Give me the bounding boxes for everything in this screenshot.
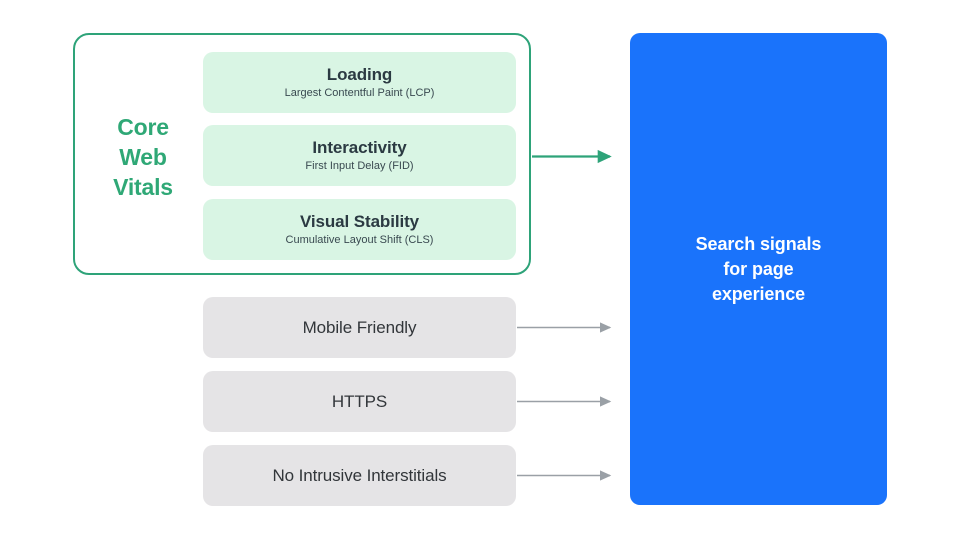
metric-subtitle: First Input Delay (FID) <box>305 160 414 172</box>
signal-card-mobile-friendly[interactable]: Mobile Friendly <box>203 297 516 358</box>
signal-card-https[interactable]: HTTPS <box>203 371 516 432</box>
metric-subtitle: Cumulative Layout Shift (CLS) <box>285 234 434 246</box>
metric-card-visual-stability[interactable]: Visual Stability Cumulative Layout Shift… <box>203 199 516 260</box>
metric-card-loading[interactable]: Loading Largest Contentful Paint (LCP) <box>203 52 516 113</box>
metric-title: Loading <box>326 65 393 84</box>
core-web-vitals-label-line-1: Core <box>117 114 169 140</box>
signal-label: HTTPS <box>331 391 388 411</box>
metric-title: Interactivity <box>312 138 407 157</box>
core-web-vitals-label-line-3: Vitals <box>113 174 173 200</box>
signal-card-no-intrusive-interstitials[interactable]: No Intrusive Interstitials <box>203 445 516 506</box>
core-web-vitals-label-line-2: Web <box>119 144 167 170</box>
core-web-vitals-label: Core Web Vitals <box>97 112 189 202</box>
metric-card-interactivity[interactable]: Interactivity First Input Delay (FID) <box>203 125 516 186</box>
search-signals-box[interactable]: Search signals for page experience <box>630 33 887 505</box>
core-web-vitals-group <box>73 33 531 275</box>
search-signals-text: Search signals for page experience <box>695 233 822 304</box>
signal-label: No Intrusive Interstitials <box>272 465 447 485</box>
metric-subtitle: Largest Contentful Paint (LCP) <box>284 87 435 99</box>
signal-label: Mobile Friendly <box>302 317 417 337</box>
metric-title: Visual Stability <box>299 212 420 231</box>
